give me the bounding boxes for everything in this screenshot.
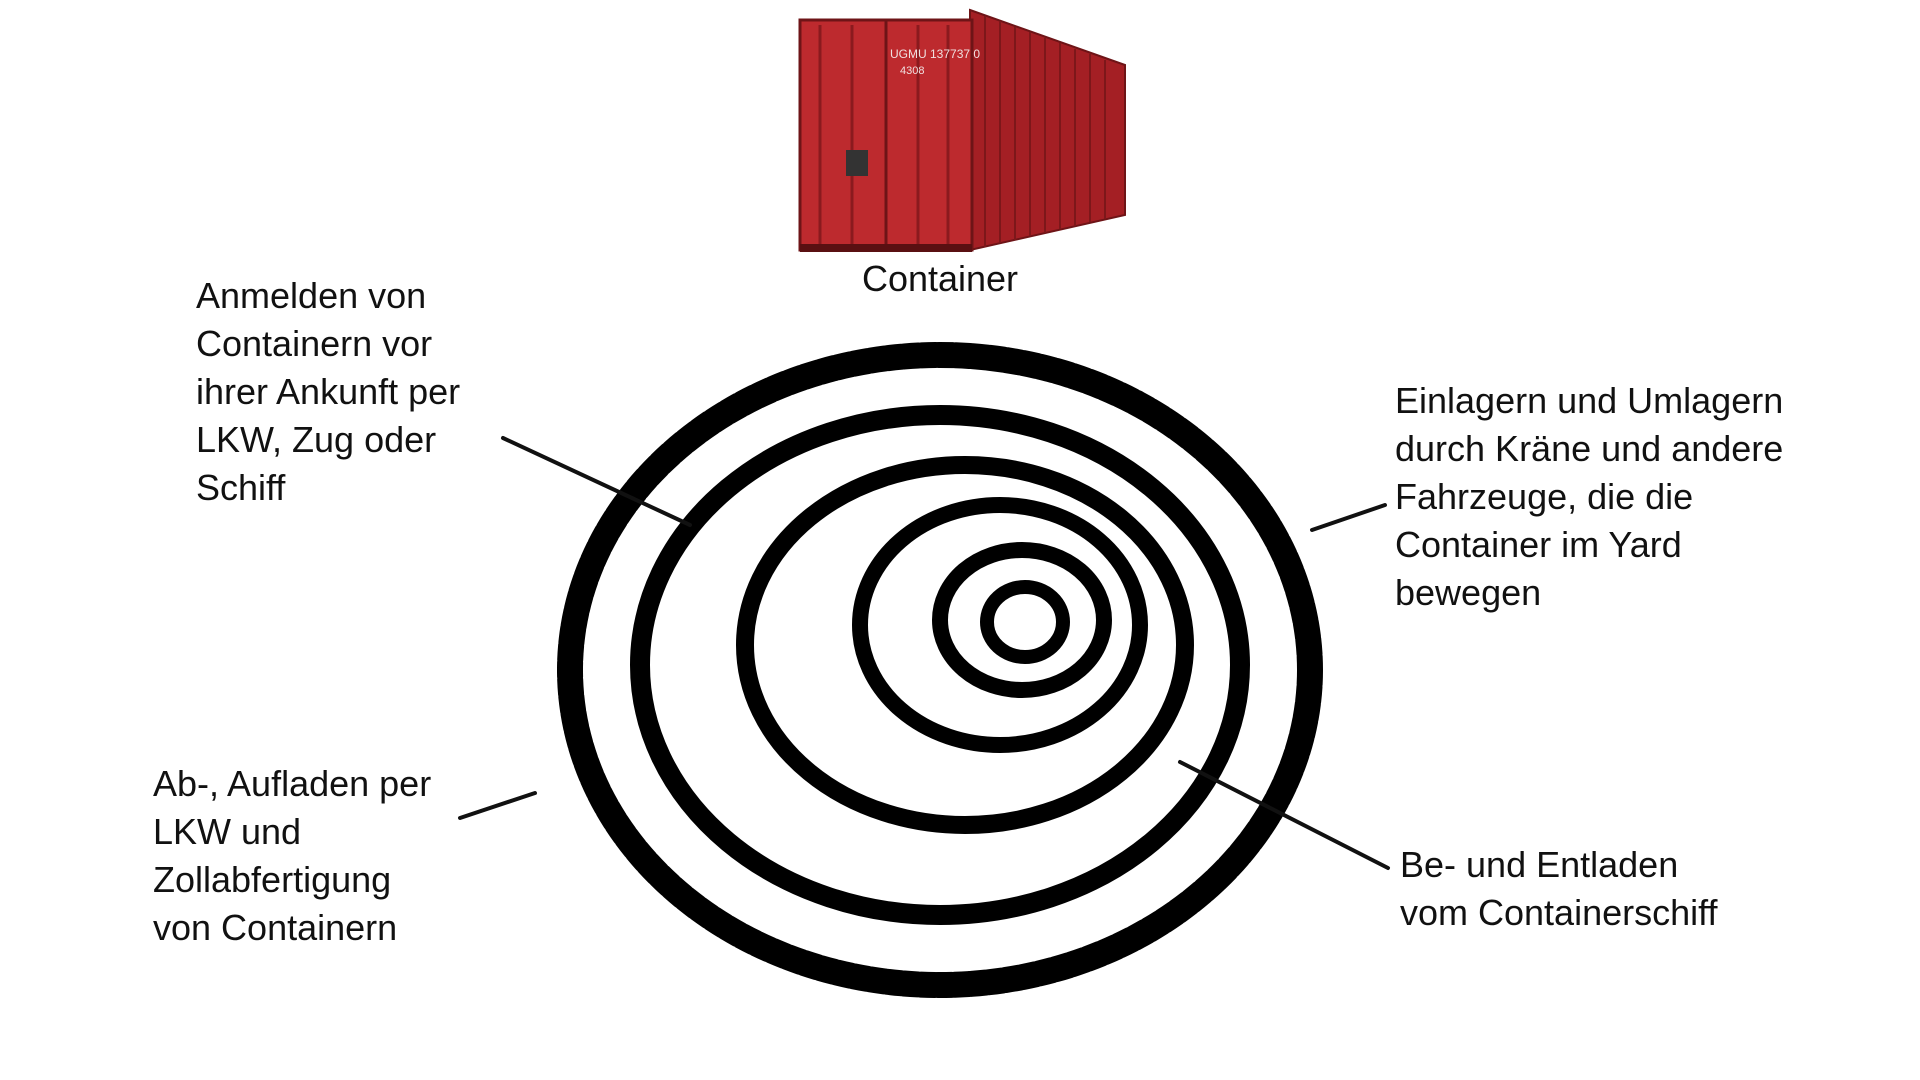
ring-4: [852, 497, 1148, 753]
label-storage-relocation: Einlagern und Umlagern durch Kräne und a…: [1395, 380, 1784, 613]
ring-2: [630, 405, 1250, 925]
container-marking-1: UGMU 137737 0: [890, 47, 980, 61]
label-ship-loading: Be- und Entladen vom Containerschiff: [1400, 844, 1718, 933]
ring-outer: [557, 342, 1323, 998]
concentric-rings-diagram: [557, 342, 1323, 998]
ring-5: [932, 542, 1112, 698]
container-caption: Container: [861, 258, 1019, 299]
container-side-panel: [969, 8, 1126, 252]
container-marking-2: 4308: [900, 65, 924, 77]
container-side-ribs: [984, 16, 1106, 247]
leader-bottom-left: [458, 791, 537, 820]
ring-3: [736, 456, 1194, 834]
ring-inner: [980, 580, 1070, 664]
container-placard: [846, 150, 868, 176]
label-truck-customs: Ab-, Aufladen per LKW und Zollabfertigun…: [153, 763, 432, 948]
shipping-container-image: UGMU 137737 0 4308: [798, 8, 1126, 252]
label-register-containers: Anmelden von Containern vor ihrer Ankunf…: [196, 275, 461, 508]
